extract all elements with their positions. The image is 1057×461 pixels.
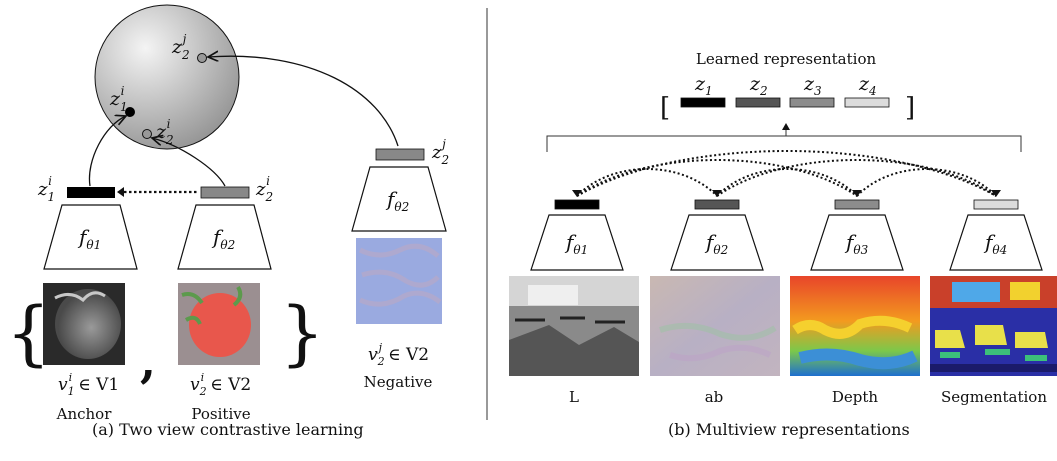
view-anchor-symbol: v1i∈ V1	[58, 371, 119, 398]
feature-bar-negative	[375, 148, 425, 161]
caption-b: (b) Multiview representations	[668, 420, 910, 439]
bracket-open: [	[660, 93, 670, 123]
contrast-link-3	[576, 150, 997, 197]
z-label-3: z3	[803, 73, 822, 98]
bracket-close: ]	[905, 93, 915, 123]
positive-label: Positive	[191, 405, 250, 423]
encoder-b-2	[670, 214, 764, 271]
contrast-link-6	[856, 168, 997, 197]
arrow-negative-to-sphere	[208, 56, 399, 147]
contrast-link-head-2	[712, 190, 722, 197]
encoder-bar-1	[554, 199, 600, 210]
point-z2j	[197, 53, 207, 63]
z-bar-2	[735, 97, 781, 108]
z-label-4: z4	[858, 73, 877, 98]
encoder-anchor	[43, 204, 138, 270]
contrast-link-head-1	[572, 190, 582, 197]
representation-bars: z1 z2 z3 z4	[680, 73, 890, 108]
encoder-negative	[351, 166, 447, 232]
feature-bar-positive	[200, 186, 250, 199]
positive-pair-link-head	[117, 187, 124, 197]
view-negative-symbol: v2j∈ V2	[368, 341, 429, 368]
view-label-4: Segmentation	[941, 388, 1047, 406]
point-z2i	[142, 129, 152, 139]
image-segmentation-classroom	[930, 276, 1057, 376]
sphere-label-z1i: z1i	[109, 84, 128, 114]
image-negative-ab-texture	[356, 238, 442, 324]
image-L-grey-classroom	[509, 276, 639, 376]
brace-close: }	[280, 292, 325, 374]
panel-a: z2j z1i z2i z1i fθ1 z2i fθ2 z2j fθ2	[6, 4, 449, 423]
z-bar-4	[844, 97, 890, 108]
encoder-b-4	[949, 214, 1043, 271]
image-ab-color-classroom	[650, 276, 780, 376]
encoder-b-3	[810, 214, 904, 271]
anchor-label: Anchor	[56, 405, 113, 423]
encoder-b-1	[530, 214, 624, 271]
negative-label: Negative	[364, 373, 433, 391]
contrast-link-4	[716, 168, 858, 197]
contrast-link-5	[716, 159, 997, 197]
caption-a: (a) Two view contrastive learning	[92, 420, 364, 439]
image-depth-classroom	[790, 276, 920, 376]
image-positive-color-strawberry	[178, 283, 260, 365]
learned-representation-title: Learned representation	[696, 50, 877, 68]
feature-bar-anchor	[67, 187, 115, 198]
brace-open: {	[6, 292, 51, 374]
view-label-2: ab	[705, 388, 724, 406]
encoder-bar-3	[834, 199, 880, 210]
encoder-positive	[177, 204, 272, 270]
contrast-link-2	[576, 159, 858, 197]
pairwise-contrast-links	[572, 150, 1001, 197]
z-bar-3	[789, 97, 835, 108]
label-z2j-negative: z2j	[431, 137, 449, 167]
label-z1i-anchor: z1i	[37, 174, 55, 204]
contrast-link-1	[576, 168, 718, 197]
z-bar-1	[680, 97, 726, 108]
image-anchor-grey-strawberry	[43, 283, 125, 365]
view-positive-symbol: v2i∈ V2	[190, 371, 251, 398]
view-label-3: Depth	[832, 388, 879, 406]
arrow-anchor-to-sphere	[88, 116, 126, 187]
encoder-bar-2	[694, 199, 740, 210]
encoder-b-label-2: fθ2	[704, 230, 728, 257]
aggregation-bracket	[546, 135, 1022, 152]
sphere-label-z2j: z2j	[171, 32, 190, 62]
contrast-link-head-4	[991, 190, 1001, 197]
arrow-positive-to-sphere	[152, 138, 226, 187]
z-label-1: z1	[694, 73, 713, 98]
view-label-1: L	[569, 388, 579, 406]
z-label-2: z2	[749, 73, 768, 98]
comma-separator: ,	[140, 334, 156, 388]
label-z2i-positive: z2i	[255, 174, 273, 204]
contrast-link-head-3	[852, 190, 862, 197]
encoder-bar-4	[973, 199, 1019, 210]
